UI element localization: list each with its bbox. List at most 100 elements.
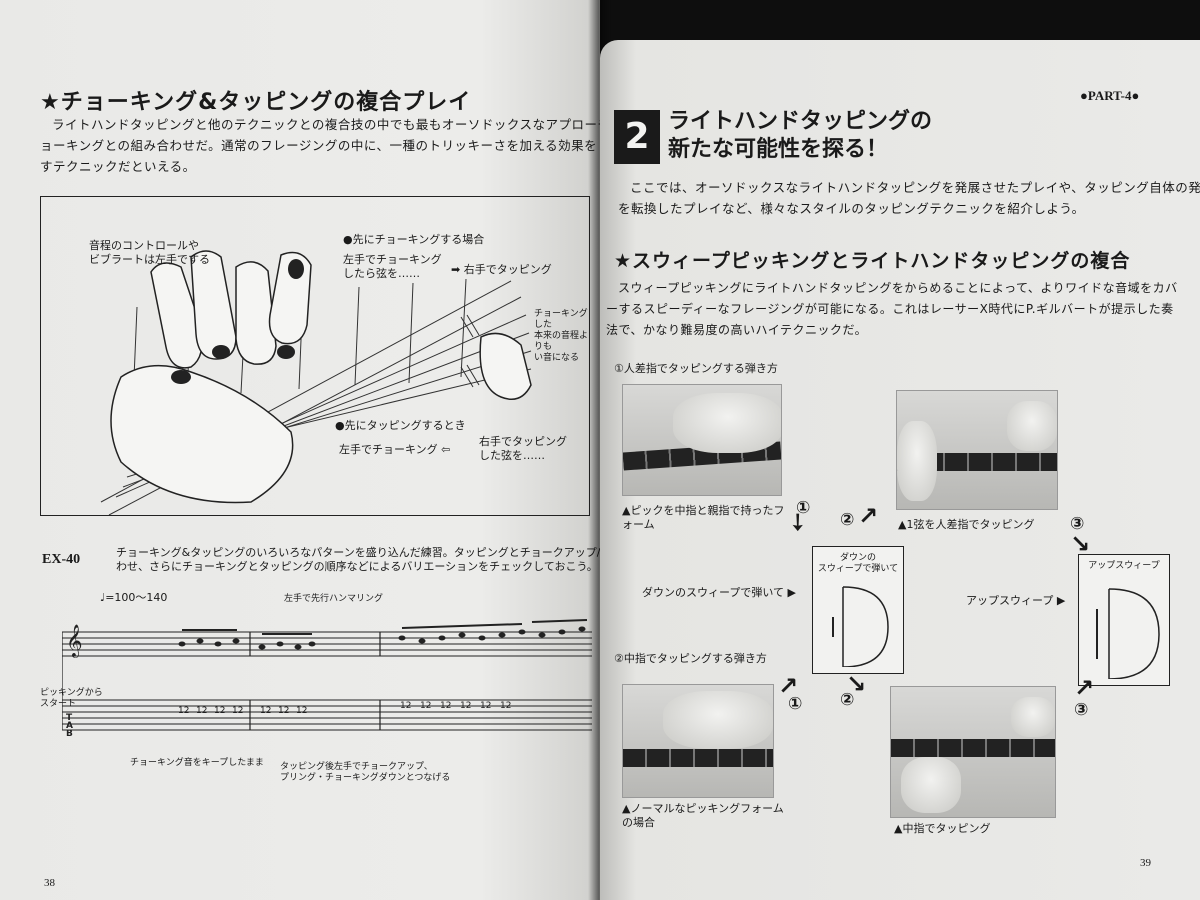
right-arrow-icon: ➡ bbox=[451, 263, 464, 276]
step-line: 左手でチョーキング bbox=[343, 253, 442, 266]
step-line: したら弦を…… bbox=[343, 267, 420, 280]
left-arrow-icon: ⇦ bbox=[437, 443, 451, 456]
right-intro: ここでは、オーソドックスなライトハンドタッピングを発展させたプレイや、タッピング… bbox=[618, 177, 1200, 219]
sub-line: スウィープピッキングにライトハンドタッピングをからめることによって、よりワイドな… bbox=[618, 281, 1178, 295]
case1-step-b: ➡ 右手でタッピング bbox=[451, 263, 552, 277]
left-hand-note: 音程のコントロールや ビブラートは左手でする bbox=[89, 239, 210, 267]
step-1-bottom: ① bbox=[788, 694, 803, 714]
caption-middle-tap: ▲中指でタッピング bbox=[894, 822, 991, 835]
note-line: い音になる bbox=[534, 353, 580, 363]
hammer-label: 左手で先行ハンマリング bbox=[284, 594, 384, 604]
case1-step-a: 左手でチョーキング したら弦を…… bbox=[343, 253, 442, 281]
tempo-marking: ♩=100〜140 bbox=[100, 591, 168, 604]
box-line: ダウンの bbox=[839, 553, 876, 563]
score-note-1: チョーキング音をキープしたまま bbox=[130, 758, 264, 768]
step-text: 右手でタッピング bbox=[463, 263, 552, 276]
method-1-label: ①人差指でタッピングする弾き方 bbox=[614, 362, 778, 375]
svg-text:12: 12 bbox=[420, 701, 431, 711]
photo-index-tap bbox=[896, 390, 1058, 510]
case1-heading: ●先にチョーキングする場合 bbox=[343, 233, 485, 246]
photo-normal-pick bbox=[622, 684, 774, 798]
up-box-label: アップスウィープ bbox=[1088, 561, 1160, 571]
svg-text:12: 12 bbox=[178, 706, 189, 716]
caption-pick-form: ▲ピックを中指と親指で持ったフ ォーム bbox=[622, 504, 784, 532]
left-intro-line: ョーキングとの組み合わせだ。通常のフレージングの中に、一種のトリッキーさを加える… bbox=[40, 138, 598, 153]
svg-text:12: 12 bbox=[400, 701, 411, 711]
note-line: スタート bbox=[40, 699, 77, 709]
step-2-top: ② bbox=[840, 510, 855, 530]
right-page: ●PART-4● 2 ライトハンドタッピングの 新たな可能性を探る！ ここでは、… bbox=[600, 40, 1200, 900]
svg-text:12: 12 bbox=[232, 706, 243, 716]
note-line: ビブラートは左手でする bbox=[89, 253, 210, 266]
note-line: チョーキングした bbox=[534, 309, 588, 330]
caption-normal-pick: ▲ノーマルなピッキングフォーム の場合 bbox=[622, 802, 784, 830]
caption-line: の場合 bbox=[622, 816, 655, 829]
caption-line: ▲ノーマルなピッキングフォーム bbox=[622, 802, 784, 815]
sub-line: ーするスピーディーなフレージングが可能になる。これはレーサーX時代にP.ギルバー… bbox=[606, 302, 1174, 316]
svg-text:12: 12 bbox=[278, 706, 289, 716]
case2-heading: ●先にタッピングするとき bbox=[335, 419, 466, 432]
caption-line: ォーム bbox=[622, 518, 655, 531]
page-number-left: 38 bbox=[44, 877, 55, 889]
down-sweep-label: ダウンのスウィープで弾いて ▶ bbox=[642, 586, 796, 599]
title-line: ライトハンドタッピングの bbox=[668, 109, 933, 134]
left-page: ★チョーキング&タッピングの複合プレイ ライトハンドタッピングと他のテクニックと… bbox=[0, 0, 600, 900]
photo-pick-form bbox=[622, 384, 782, 496]
left-intro: ライトハンドタッピングと他のテクニックとの複合技の中でも最もオーソドックスなアプ… bbox=[40, 114, 600, 177]
sub-text: スウィープピッキングにライトハンドタッピングをからめることによって、よりワイドな… bbox=[606, 278, 1178, 341]
down-sweep-shape bbox=[832, 586, 889, 667]
arrow-icon: ↘ bbox=[846, 670, 867, 698]
step-text: 左手でチョーキング bbox=[339, 443, 438, 456]
step-1-top: ① bbox=[796, 498, 811, 518]
fretboard-illustration bbox=[100, 250, 532, 515]
intro-line: ここでは、オーソドックスなライトハンドタッピングを発展させたプレイや、タッピング… bbox=[630, 180, 1200, 195]
step-line: 右手でタッピング bbox=[479, 435, 567, 448]
illustration-frame: 音程のコントロールや ビブラートは左手でする ●先にチョーキングする場合 左手で… bbox=[40, 196, 590, 516]
arrow-icon: ↘ bbox=[1070, 530, 1091, 558]
right-hand-note: チョーキングした 本来の音程よりも い音になる bbox=[534, 309, 589, 364]
note-line: プリング・チョーキングダウンとつなげる bbox=[280, 773, 451, 783]
svg-text:12: 12 bbox=[196, 706, 207, 716]
desc-line: わせ、さらにチョーキングとタッピングの順序などによるバリエーションをチェックして… bbox=[116, 560, 598, 573]
section-number: 2 bbox=[614, 110, 660, 164]
note-line: ピッキングから bbox=[40, 688, 103, 698]
left-intro-line: ライトハンドタッピングと他のテクニックとの複合技の中でも最もオーソドックスなアプ… bbox=[52, 117, 600, 132]
svg-text:12: 12 bbox=[260, 706, 271, 716]
arrow-icon: ↗ bbox=[1074, 674, 1095, 702]
step-2-bottom: ② bbox=[840, 690, 855, 710]
step-3-top: ③ bbox=[1070, 514, 1085, 534]
score-note-2: タッピング後左手でチョークアップ、 プリング・チョーキングダウンとつなげる bbox=[280, 762, 450, 784]
down-sweep-diagram: ダウンの スウィープで弾いて bbox=[812, 546, 904, 674]
up-sweep-shape bbox=[1096, 588, 1160, 679]
svg-text:𝄞: 𝄞 bbox=[66, 624, 83, 658]
svg-text:12: 12 bbox=[500, 701, 511, 711]
svg-text:12: 12 bbox=[214, 706, 225, 716]
photo-middle-tap bbox=[890, 686, 1056, 818]
note-line: タッピング後左手でチョークアップ、 bbox=[280, 762, 433, 772]
svg-text:A: A bbox=[66, 721, 73, 731]
intro-line: を転換したプレイなど、様々なスタイルのタッピングテクニックを紹介しよう。 bbox=[618, 201, 1085, 216]
svg-text:12: 12 bbox=[460, 701, 471, 711]
svg-text:12: 12 bbox=[296, 706, 307, 716]
sub-line: 法で、かなり難易度の高いハイテクニックだ。 bbox=[606, 323, 868, 337]
section-title: ライトハンドタッピングの 新たな可能性を探る！ bbox=[668, 108, 932, 164]
caption-index-tap: ▲1弦を人差指でタッピング bbox=[898, 518, 1035, 531]
desc-line: チョーキング&タッピングのいろいろなパターンを盛り込んだ練習。タッピングとチョー… bbox=[116, 546, 600, 559]
example-description: チョーキング&タッピングのいろいろなパターンを盛り込んだ練習。タッピングとチョー… bbox=[116, 546, 600, 574]
step-line: した弦を…… bbox=[479, 449, 545, 462]
up-sweep-label: アップスウィープ ▶ bbox=[966, 594, 1066, 607]
box-line: スウィープで弾いて bbox=[817, 564, 899, 574]
svg-text:B: B bbox=[66, 729, 73, 739]
note-line: 音程のコントロールや bbox=[89, 239, 199, 252]
left-intro-line: すテクニックだといえる。 bbox=[40, 159, 196, 174]
down-box-label: ダウンの スウィープで弾いて bbox=[813, 553, 903, 575]
arrow-icon: ↗ bbox=[858, 502, 879, 530]
title-line: 新たな可能性を探る！ bbox=[668, 137, 889, 162]
case2-step-b: 右手でタッピング した弦を…… bbox=[479, 435, 567, 463]
note-line: 本来の音程よりも bbox=[534, 331, 589, 352]
left-heading: ★チョーキング&タッピングの複合プレイ bbox=[40, 90, 472, 115]
caption-line: ▲ピックを中指と親指で持ったフ bbox=[622, 504, 785, 517]
sub-heading: ★スウィープピッキングとライトハンドタッピングの複合 bbox=[614, 250, 1131, 272]
step-3-bottom: ③ bbox=[1074, 700, 1089, 720]
